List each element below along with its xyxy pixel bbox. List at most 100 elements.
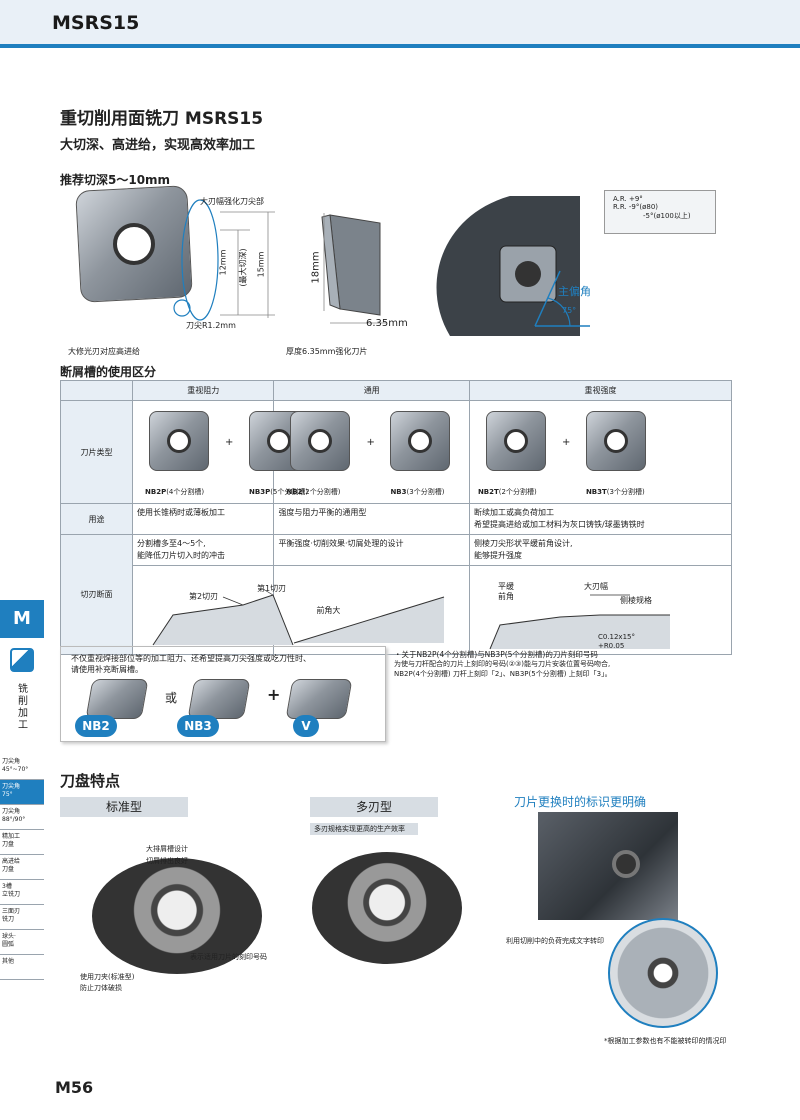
or-label: 或 [165,691,178,705]
sidebar-item-other[interactable]: 其他 [0,955,44,980]
dim-635mm: 6.35mm [366,318,408,329]
section-desc-strength: 侧棱刀尖形状平缓前角设计, 能够提升强度 [470,535,731,565]
cell-insert-strength: + NB2T(2个分割槽) NB3T(3个分割槽) [468,400,733,504]
id-footnote: *根据加工参数也有不能被转印的情况印 [604,1037,727,1045]
sidebar-item-label: 高进给 [2,858,21,865]
label-rake-large: 前角大 [316,606,341,615]
insert-label-nb2p: NB2P(4个分割槽) [145,488,205,496]
insert-hole [408,429,433,453]
callout-clamp-1: 使用刀夹(标准型) [80,973,135,981]
plus-sign: + [366,437,375,448]
sidebar-item-label: 刀盘 [2,866,15,873]
callout-wiper: 大修光刃对应高进给 [68,347,140,356]
section-resistance: 分割槽多至4～5个, 能降低刀片切入时的冲击 第2切刃 第1切刃 [131,534,294,655]
engraving-note-1: ・关于NB2P(4个分割槽)与NB3P(5个分割槽)的刀片刻印号码 [394,650,598,659]
insert-hole [603,429,628,453]
label-wide-edge: 大刃幅 [583,582,608,591]
desc-line: 分割槽多至4～5个, [137,539,206,548]
supplementary-note-box: 不仅重视焊接部位等的加工阻力、还希望提高刀尖强度或吃刀性时、 请使用补充断屑槽。… [60,646,386,742]
tag-multi: 多刃型 [310,797,438,817]
features-title: 刀盘特点 [60,772,121,790]
sidebar-vertical-label: 铣削加工 [18,684,28,731]
sidebar-item-label: 88°/90° [2,816,26,823]
plus-label: + [267,685,281,704]
insert-label-nb2: NB2(2个分割槽) [286,488,341,496]
desc-line: 能够提升强度 [473,551,522,560]
badge-nb2: NB2 [75,715,117,737]
cell-insert-general: + NB2(2个分割槽) NB3(3个分割槽) [273,400,470,504]
sidebar-tab-m[interactable]: M [0,600,44,638]
insert-nb2-photo [85,679,149,719]
table-corner [60,380,133,401]
callout-mark: 表示适用刀片的刻印号码 [190,953,267,961]
page-header [0,0,800,48]
insert-nb3-photo [187,679,251,719]
sidebar-item-side-cutter[interactable]: 三面刃铣刀 [0,905,44,930]
col-strength: 重视强度 [468,380,733,401]
sidebar-item-label: 45°~70° [2,766,29,773]
sidebar-item-high-feed[interactable]: 高进给刀盘 [0,855,44,880]
dim-12mm: 12mm [218,249,228,276]
tag-standard: 标准型 [60,797,188,817]
chipbreaker-title: 断屑槽的使用区分 [60,365,157,379]
insert-nb2t-image [485,411,546,471]
thickness-note: 厚度6.35mm强化刀片 [286,347,368,356]
insert-label-nb3t: NB3T(3个分割槽) [585,488,645,496]
angle-rr: R.R. -9°(ø80) [613,203,659,211]
cutter-angle-photo [436,196,590,336]
section-desc-general: 平衡强度·切削效果·切屑处理的设计 [274,535,469,565]
section-desc-resistance: 分割槽多至4～5个, 能降低刀片切入时的冲击 [133,535,273,565]
engraving-note-2: 为使与刀杆配合的刀片上刻印的号码(②③)能与刀片安装位置号码吻合, [394,660,611,668]
sidebar-item-label: 铣刀 [2,916,15,923]
label-land: 侧棱规格 [619,596,652,605]
cell-insert-resistance: + NB2P(4个分割槽) NB3P(5个分割槽) [131,400,309,504]
milling-icon [10,648,34,672]
dim-max-depth: (最大切深) [238,248,248,287]
insert-dimension-lines [173,199,275,321]
sidebar-item-3flute[interactable]: 3槽立铣刀 [0,880,44,905]
sidebar-item-label: 刀尖角 [2,758,21,765]
dim-18mm: 18mm [310,251,322,284]
multi-cutter-photo [312,852,462,964]
insert-center-hole [113,223,155,265]
insert-label-nb2t: NB2T(2个分割槽) [477,488,537,496]
sidebar-item-label: 75° [2,791,13,798]
sidebar-item-label: 刀尖角 [2,783,21,790]
callout-chip-2: 切屑排出良好 [146,857,188,865]
plus-sign: + [561,437,571,448]
engraving-note-3: NB2P(4个分割槽) 刀杆上刻印「2」、NB3P(5个分割槽) 上刻印「3」。 [394,670,612,678]
sidebar-item-finishing[interactable]: 精加工刀盘 [0,830,44,855]
sidebar-item-label: 刀尖角 [2,808,21,815]
sidebar-item-label: 立铣刀 [2,891,21,898]
section-strength: 侧棱刀尖形状平缓前角设计, 能够提升强度 平缓 前角 大刃幅 侧棱规格 C0.1… [468,534,733,655]
label-gentle-rake-2: 前角 [497,592,514,601]
note-line1: 不仅重视焊接部位等的加工阻力、还希望提高刀尖强度或吃刀性时、 [71,654,311,663]
badge-v: V [293,715,319,737]
id-zoom-circle [608,918,718,1028]
callout-clamp-2: 防止刀体破损 [80,984,122,992]
desc-line: 侧棱刀尖形状平缓前角设计, [473,539,573,548]
angle-spec-box: A.R. +9° R.R. -9°(ø80) -5°(ø100以上) [604,190,716,234]
page-title: 重切削用面铣刀 MSRS15 [60,109,264,129]
sidebar-item-ball[interactable]: 球头·圆弧 [0,930,44,955]
insert-hole [167,429,191,453]
usage-resistance: 使用长锥柄时或薄板加工 [131,503,275,535]
insert-side-view [321,213,386,324]
label-gentle-rake-1: 平缓 [497,582,514,591]
note-line2: 请使用补充断屑槽。 [71,665,143,674]
label-hone: +R0.05 [597,642,625,650]
callout-corner: 大刃幅强化刀尖部 [200,197,264,206]
usage-strength: 断续加工或高负荷加工 希望提高进给或加工材料为灰口铸铁/球墨铸铁时 [468,503,733,535]
sidebar-item-label: 圆弧 [2,941,15,948]
sidebar-item-label: 三面刃 [2,908,21,915]
dim-15mm: 15mm [256,251,266,278]
insert-hole [503,429,528,453]
standard-cutter-photo [92,858,262,974]
id-title: 刀片更换时的标识更明确 [514,795,647,809]
nose-radius-label: 刀尖R1.2mm [186,321,236,330]
col-resistance: 重视阻力 [131,380,275,401]
